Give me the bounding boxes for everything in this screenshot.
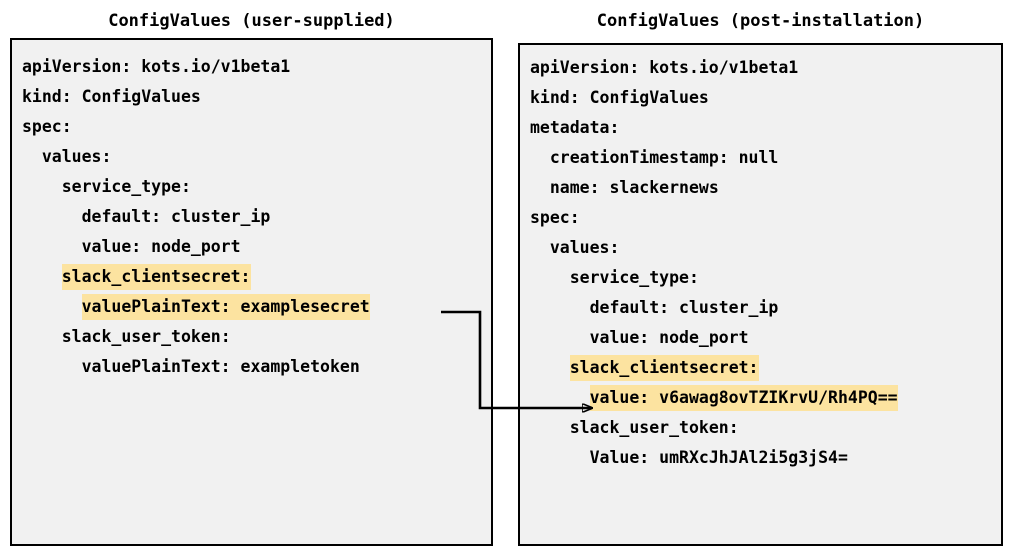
code-line: kind: ConfigValues xyxy=(12,82,491,112)
code-indent xyxy=(530,178,550,197)
code-line: slack_clientsecret: xyxy=(12,262,491,292)
code-line: spec: xyxy=(12,112,491,142)
code-text: spec: xyxy=(22,117,72,136)
code-text-highlighted: valuePlainText: examplesecret xyxy=(81,294,370,320)
code-text: value: node_port xyxy=(589,328,749,347)
code-text: service_type: xyxy=(61,177,191,196)
code-text: metadata: xyxy=(530,118,620,137)
code-indent xyxy=(22,267,62,286)
code-indent xyxy=(22,297,82,316)
left-code-lines: apiVersion: kots.io/v1beta1 kind: ConfigV… xyxy=(12,40,491,382)
code-line: creationTimestamp: null xyxy=(520,143,1001,173)
code-indent xyxy=(22,357,82,376)
code-line: valuePlainText: exampletoken xyxy=(12,352,491,382)
code-line: value: node_port xyxy=(12,232,491,262)
left-config-box: apiVersion: kots.io/v1beta1 kind: ConfigV… xyxy=(10,38,493,546)
code-line: default: cluster_ip xyxy=(520,293,1001,323)
code-indent xyxy=(22,147,42,166)
code-text: name: slackernews xyxy=(549,178,719,197)
code-line: valuePlainText: examplesecret xyxy=(12,292,491,322)
right-config-box: apiVersion: kots.io/v1beta1 kind: ConfigV… xyxy=(518,43,1003,546)
code-line: slack_user_token: xyxy=(12,322,491,352)
code-text: apiVersion: kots.io/v1beta1 xyxy=(530,58,799,77)
code-indent xyxy=(530,448,590,467)
code-text: creationTimestamp: null xyxy=(549,148,779,167)
code-line: slack_clientsecret: xyxy=(520,353,1001,383)
code-indent xyxy=(22,177,62,196)
code-text: default: cluster_ip xyxy=(589,298,779,317)
code-indent xyxy=(530,298,590,317)
right-code-lines: apiVersion: kots.io/v1beta1 kind: ConfigV… xyxy=(520,45,1001,473)
code-text: slack_user_token: xyxy=(61,327,231,346)
code-line: metadata: xyxy=(520,113,1001,143)
code-text: spec: xyxy=(530,208,580,227)
code-text: apiVersion: kots.io/v1beta1 xyxy=(22,57,291,76)
code-line: value: node_port xyxy=(520,323,1001,353)
code-text: values: xyxy=(549,238,620,257)
code-line: Value: umRXcJhJAl2i5g3jS4= xyxy=(520,443,1001,473)
code-indent xyxy=(530,238,550,257)
code-line: values: xyxy=(520,233,1001,263)
code-text-highlighted: slack_clientsecret: xyxy=(61,264,251,290)
left-panel-title: ConfigValues (user-supplied) xyxy=(108,11,395,31)
code-text: service_type: xyxy=(569,268,699,287)
code-text-highlighted: slack_clientsecret: xyxy=(569,355,759,381)
code-line: values: xyxy=(12,142,491,172)
code-indent xyxy=(530,328,590,347)
code-line: service_type: xyxy=(520,263,1001,293)
code-line: apiVersion: kots.io/v1beta1 xyxy=(12,52,491,82)
code-line: slack_user_token: xyxy=(520,413,1001,443)
code-indent xyxy=(530,268,570,287)
code-line: spec: xyxy=(520,203,1001,233)
code-indent xyxy=(530,358,570,377)
code-text: valuePlainText: exampletoken xyxy=(81,357,360,376)
code-text: Value: umRXcJhJAl2i5g3jS4= xyxy=(589,448,848,467)
code-text: value: node_port xyxy=(81,237,241,256)
right-panel-title: ConfigValues (post-installation) xyxy=(596,11,925,31)
code-indent xyxy=(530,418,570,437)
code-line: service_type: xyxy=(12,172,491,202)
code-text: default: cluster_ip xyxy=(81,207,271,226)
code-line: apiVersion: kots.io/v1beta1 xyxy=(520,53,1001,83)
code-line: kind: ConfigValues xyxy=(520,83,1001,113)
code-text-highlighted: value: v6awag8ovTZIKrvU/Rh4PQ== xyxy=(589,385,898,411)
code-indent xyxy=(530,148,550,167)
code-indent xyxy=(22,237,82,256)
code-line: default: cluster_ip xyxy=(12,202,491,232)
code-line: name: slackernews xyxy=(520,173,1001,203)
code-indent xyxy=(22,327,62,346)
code-line: value: v6awag8ovTZIKrvU/Rh4PQ== xyxy=(520,383,1001,413)
code-text: values: xyxy=(41,147,112,166)
code-indent xyxy=(530,388,590,407)
code-text: slack_user_token: xyxy=(569,418,739,437)
code-text: kind: ConfigValues xyxy=(530,88,709,107)
code-indent xyxy=(22,207,82,226)
code-text: kind: ConfigValues xyxy=(22,87,201,106)
